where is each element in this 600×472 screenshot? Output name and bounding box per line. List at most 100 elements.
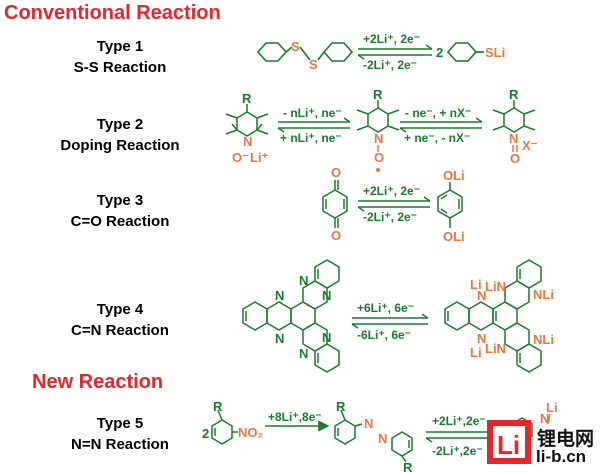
type2-label: Type 2 Doping Reaction	[45, 114, 195, 156]
type4-reactant-n1: N	[275, 288, 284, 303]
type5-azobenzene-r1: R	[336, 399, 346, 414]
type4-forward-arrow-head	[421, 313, 429, 319]
type3-reverse-arrow-head	[357, 206, 365, 212]
type3-label: Type 3 C=O Reaction	[45, 190, 195, 232]
type1-reverse-condition: -2Li⁺, 2e⁻	[363, 58, 417, 72]
type1-s-atom-2: S	[309, 57, 318, 72]
type2-left-n: N	[243, 134, 252, 149]
watermark-glyph: Li	[497, 430, 520, 460]
type1-name: S-S Reaction	[73, 59, 167, 76]
type4-reactant-n5: N	[299, 346, 308, 361]
type3-quinone-o-top: O	[331, 165, 341, 180]
type3-name: C=O Reaction	[70, 213, 170, 230]
type4-product-lithiated	[444, 259, 542, 373]
type4-product-li2: Li	[470, 345, 482, 360]
type1-reactant-disulfide	[256, 42, 354, 62]
type5-product-n-li-bond	[547, 413, 551, 425]
type2-middle-piperidine	[356, 100, 400, 133]
type4-forward-condition: +6Li⁺, 6e⁻	[357, 301, 414, 315]
type4-name: C=N Reaction	[71, 322, 169, 339]
type2-arrow1-forward: - nLi⁺, ne⁻	[283, 106, 342, 120]
type4-reverse-arrow-head	[351, 323, 359, 329]
type4-reactant-n2: N	[275, 331, 284, 346]
type5-azobenzene-r2: R	[403, 460, 413, 472]
type2-arrow1-reverse: + nLi⁺, ne⁻	[280, 131, 342, 145]
type4-product-lin2: LiN	[485, 341, 506, 356]
type2-arrow2-bottom-head	[399, 127, 407, 133]
type1-coefficient: 2	[436, 45, 443, 60]
type5-product-n: N	[540, 411, 549, 426]
type2-radical-dot	[376, 168, 380, 172]
type1-label: Type 1 S-S Reaction	[45, 36, 195, 78]
type2-arrow2-top-head	[475, 117, 483, 123]
type5-name: N=N Reaction	[71, 436, 169, 453]
watermark-logo: Li	[487, 420, 531, 464]
type5-forward-condition: +2Li⁺,2e⁻	[432, 414, 486, 428]
watermark-url: li-b.cn	[536, 447, 587, 466]
type2-name: Doping Reaction	[60, 137, 180, 154]
type3-quinone-o-bottom: O	[331, 228, 341, 243]
type4-reactant-n3: N	[299, 273, 308, 288]
type3-forward-arrow-head	[423, 196, 431, 202]
type3-hydroquinone	[437, 182, 463, 228]
type3-quinone	[322, 180, 348, 228]
type5-reverse-arrow-head	[425, 437, 433, 443]
type4-label: Type 4 C=N Reaction	[45, 299, 195, 341]
type4-reverse-condition: -6Li⁺, 6e⁻	[357, 328, 411, 342]
type1-number: Type 1	[96, 38, 144, 55]
type4-product-nli1: NLi	[533, 287, 554, 302]
type4-reactant-n4: N	[322, 288, 331, 303]
type5-coefficient: 2	[202, 426, 209, 441]
type2-right-x-minus: X⁻	[522, 138, 538, 153]
type2-middle-r: R	[373, 87, 383, 102]
type4-product-n2: N	[477, 331, 486, 346]
type5-reverse-condition: -2Li⁺,2e⁻	[432, 444, 483, 458]
type2-left-r: R	[242, 91, 252, 106]
type3-olig-bottom: OLi	[443, 229, 465, 244]
section-conventional: Conventional Reaction	[4, 2, 221, 24]
type2-arrow2-reverse: + ne⁻, - nX⁻	[404, 131, 470, 145]
type4-product-lin1: LiN	[485, 279, 506, 294]
type5-label: Type 5 N=N Reaction	[45, 413, 195, 455]
section-new: New Reaction	[32, 371, 164, 393]
type2-middle-n: N	[374, 131, 383, 146]
type4-reactant-hexaazatrinaphthalene	[242, 259, 340, 373]
type2-right-piperidine	[492, 100, 536, 133]
type2-left-li-plus: Li⁺	[250, 150, 269, 165]
type5-nitro-group: NO₂	[238, 425, 264, 440]
type2-right-r: R	[509, 87, 519, 102]
type5-nitroarene-r: R	[213, 399, 223, 414]
type4-product-li1: Li	[470, 277, 482, 292]
type4-reactant-n6: N	[322, 330, 331, 345]
type1-forward-arrow-head	[425, 44, 433, 50]
type2-arrow2-forward: - ne⁻, + nX⁻	[405, 106, 471, 120]
type3-reverse-condition: -2Li⁺, 2e⁻	[363, 210, 417, 224]
type3-number: Type 3	[96, 192, 144, 209]
type2-arrow1-bottom-head	[277, 127, 285, 133]
type3-olig-top: OLi	[443, 168, 465, 183]
type1-product-sli: SLi	[485, 45, 505, 60]
type1-s-atom-1: S	[291, 39, 300, 54]
type4-number: Type 4	[96, 301, 144, 318]
type5-azo-n1: N	[364, 416, 373, 431]
type4-product-nli2: NLi	[533, 332, 554, 347]
type2-middle-o: O	[374, 150, 384, 165]
type5-product-li: Li	[546, 400, 558, 415]
type5-azo-n2: N	[378, 431, 387, 446]
type1-product-ring	[446, 42, 484, 62]
type4-product-n1: N	[477, 288, 486, 303]
type2-right-n: N	[509, 131, 518, 146]
type2-left-o-minus: O⁻	[232, 150, 249, 165]
type2-arrow1-top-head	[343, 117, 351, 123]
type3-forward-condition: +2Li⁺, 2e⁻	[363, 184, 420, 198]
type2-number: Type 2	[96, 116, 144, 133]
type5-step1-condition: +8Li⁺,8e⁻	[268, 410, 322, 424]
type5-nitroarene-ring	[211, 409, 238, 445]
watermark-cn-text: 锂电网	[537, 428, 595, 450]
type5-azobenzene	[334, 409, 413, 463]
type1-reverse-arrow-head	[357, 54, 365, 60]
type2-left-piperidine	[225, 104, 269, 137]
type1-forward-condition: +2Li⁺, 2e⁻	[363, 32, 420, 46]
type2-right-o: O	[510, 151, 520, 166]
